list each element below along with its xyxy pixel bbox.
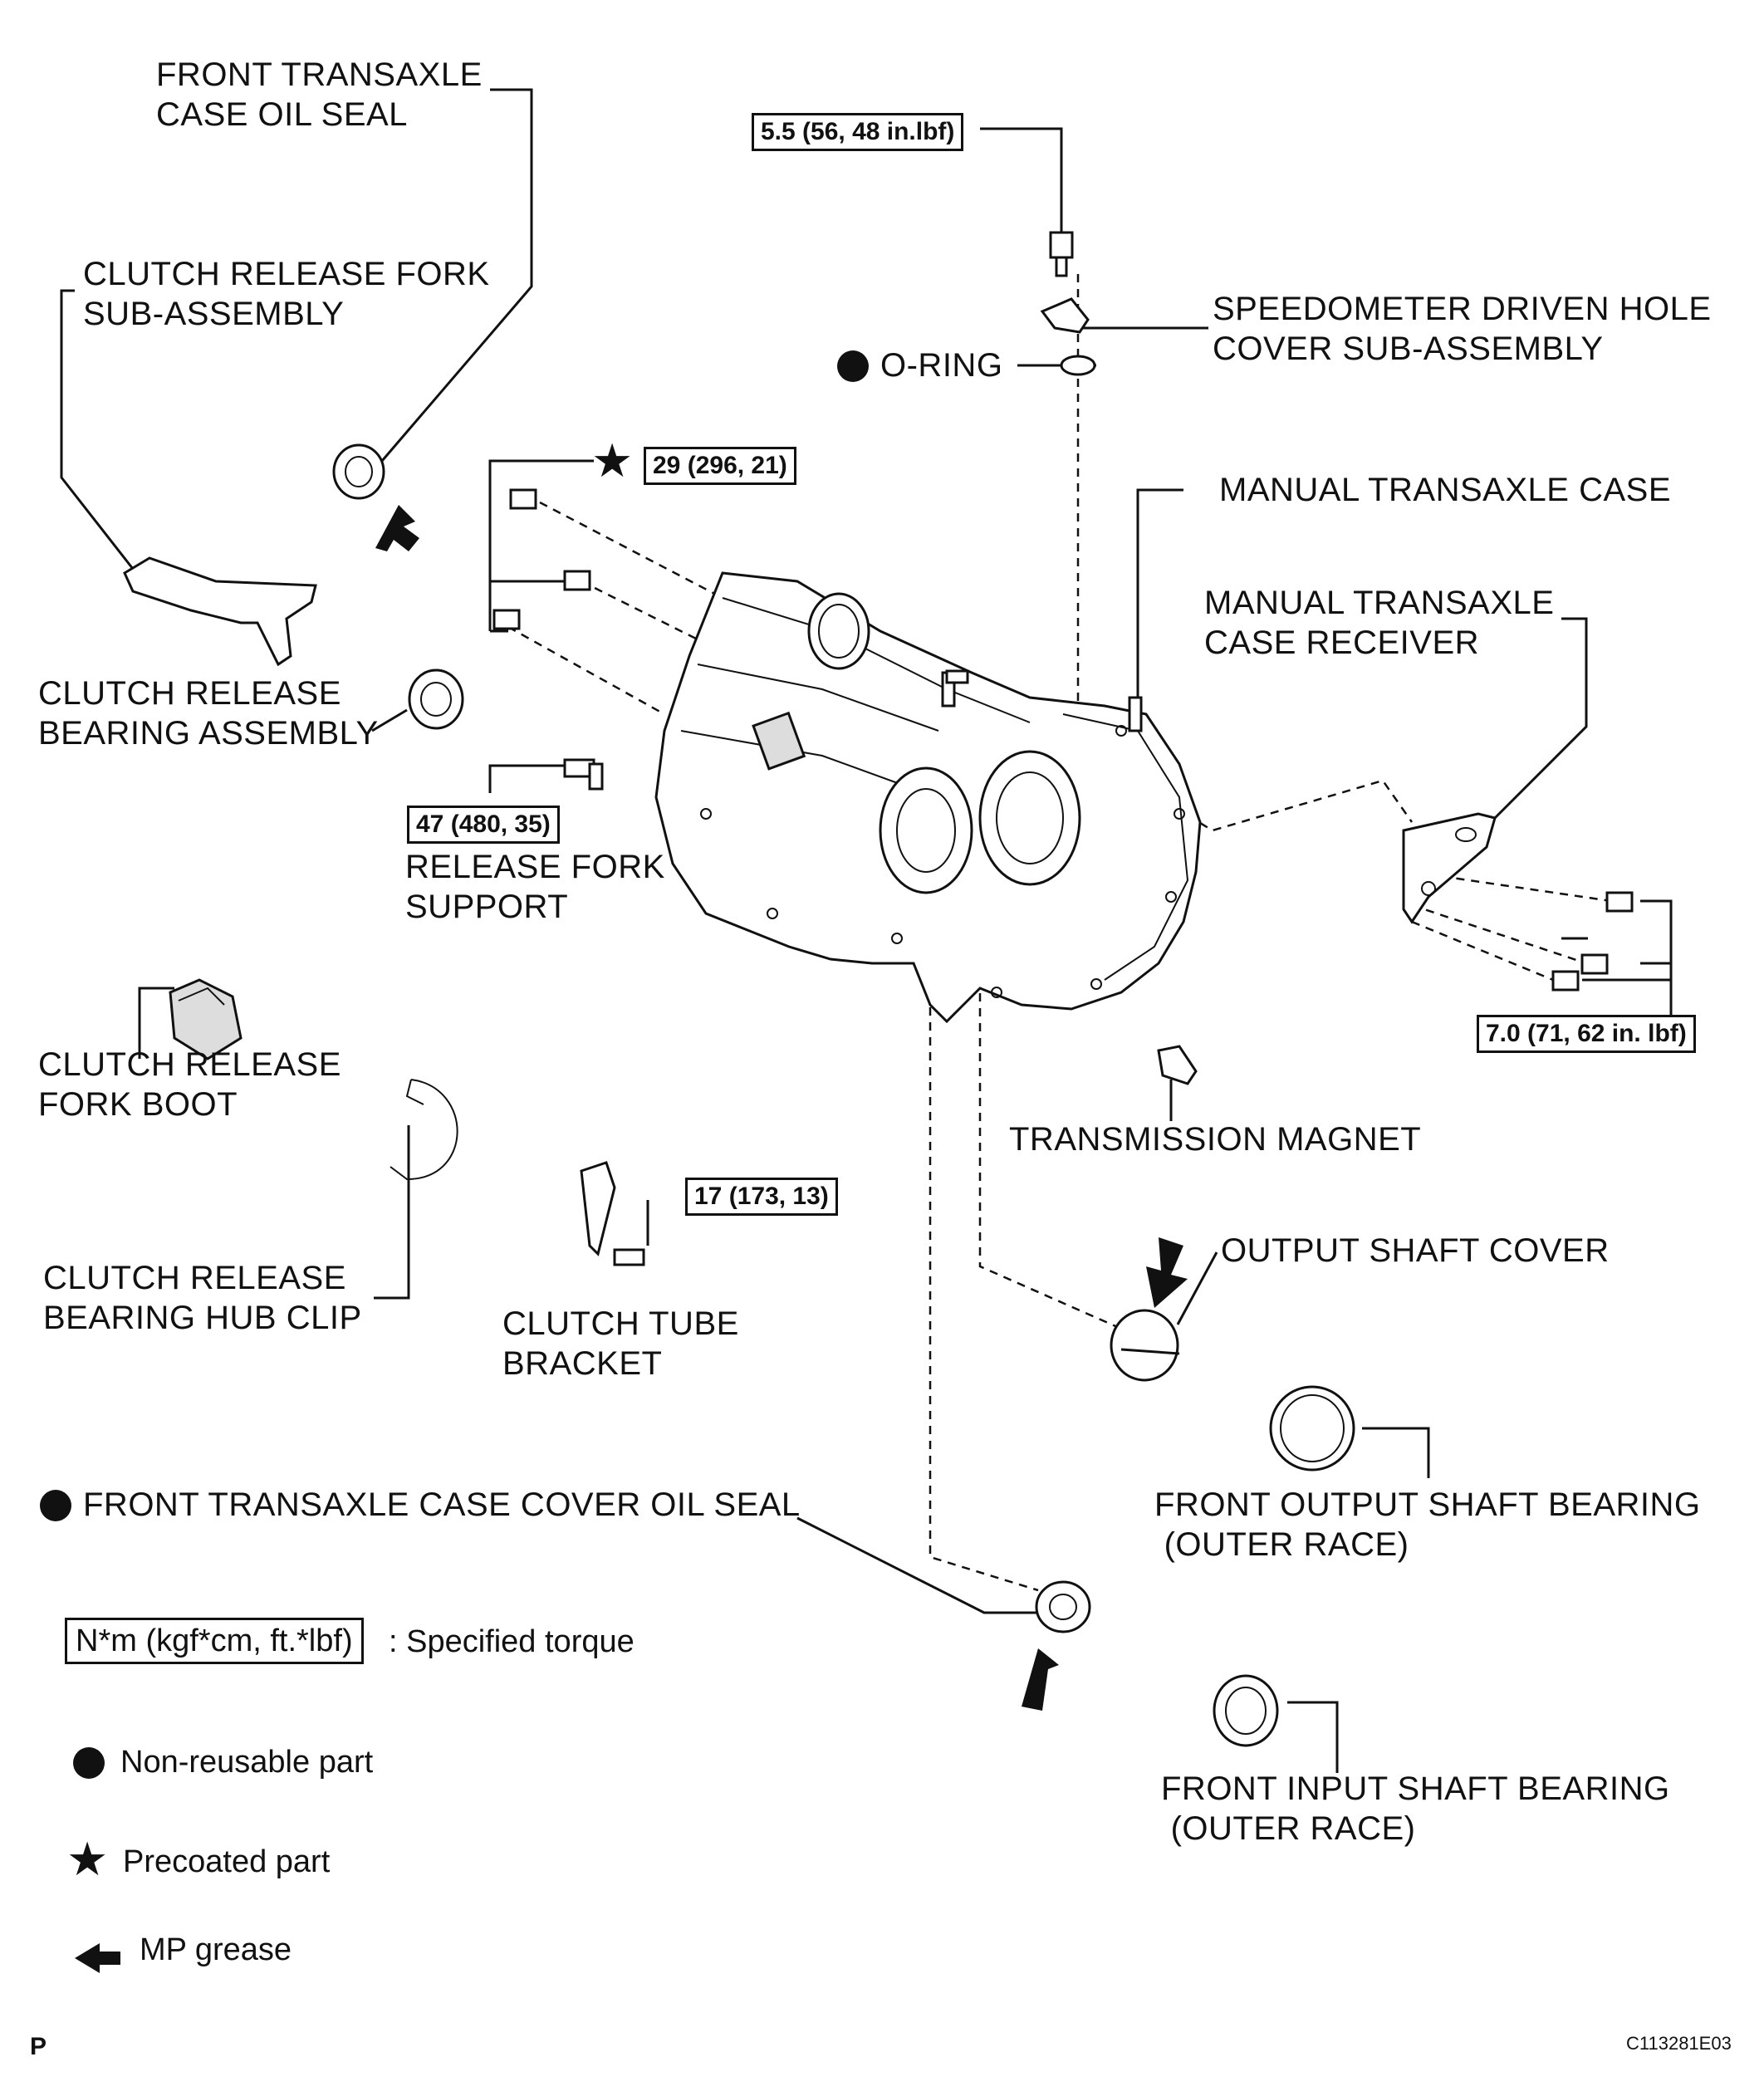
label-o-ring: O-RING xyxy=(880,347,1003,384)
label-clutch-release-fork-sub-assembly: CLUTCH RELEASE FORK SUB-ASSEMBLY xyxy=(83,256,490,332)
label-speedometer-driven-hole-cover: SPEEDOMETER DRIVEN HOLE COVER SUB-ASSEMB… xyxy=(1213,291,1712,367)
black-dot-icon xyxy=(837,350,869,382)
corner-mark: P xyxy=(30,2033,47,2060)
star-icon: ★ xyxy=(591,434,634,488)
black-dot-icon xyxy=(73,1747,105,1779)
label-manual-transaxle-case-receiver: MANUAL TRANSAXLE CASE RECEIVER xyxy=(1204,585,1555,661)
legend-torque-text: : Specified torque xyxy=(389,1624,635,1659)
label-clutch-tube-bracket: CLUTCH TUBE BRACKET xyxy=(502,1305,739,1382)
label-clutch-release-bearing-hub-clip: CLUTCH RELEASE BEARING HUB CLIP xyxy=(43,1260,362,1336)
torque-speedometer-bolt: 5.5 (56, 48 in.lbf) xyxy=(752,113,964,151)
torque-receiver-bolts: 7.0 (71, 62 in. lbf) xyxy=(1477,1015,1696,1053)
parts xyxy=(75,231,1634,1973)
torque-release-fork-support: 47 (480, 35) xyxy=(407,806,560,844)
label-release-fork-support: RELEASE FORK SUPPORT xyxy=(405,849,665,925)
leader-lines xyxy=(60,88,1673,1773)
label-front-input-shaft-bearing: FRONT INPUT SHAFT BEARING (OUTER RACE) xyxy=(1161,1770,1670,1847)
torque-clutch-tube-bracket: 17 (173, 13) xyxy=(685,1178,838,1216)
label-front-output-shaft-bearing: FRONT OUTPUT SHAFT BEARING (OUTER RACE) xyxy=(1154,1486,1701,1563)
manual-transaxle-case-drawing xyxy=(654,571,1202,1024)
label-front-transaxle-case-oil-seal: FRONT TRANSAXLE CASE OIL SEAL xyxy=(156,56,483,133)
label-clutch-release-bearing-assembly: CLUTCH RELEASE BEARING ASSEMBLY xyxy=(38,675,379,752)
torque-case-bolts: 29 (296, 21) xyxy=(644,447,796,485)
black-dot-icon xyxy=(40,1490,71,1521)
label-clutch-release-fork-boot: CLUTCH RELEASE FORK BOOT xyxy=(38,1046,341,1123)
star-icon: ★ xyxy=(66,1833,109,1887)
legend-precoated: Precoated part xyxy=(123,1844,331,1879)
label-output-shaft-cover: OUTPUT SHAFT COVER xyxy=(1221,1232,1610,1269)
label-manual-transaxle-case: MANUAL TRANSAXLE CASE xyxy=(1219,472,1671,508)
legend-torque-unit: N*m (kgf*cm, ft.*lbf) xyxy=(65,1618,364,1664)
figure-code: C113281E03 xyxy=(1626,2033,1732,2054)
legend-non-reusable: Non-reusable part xyxy=(120,1745,374,1780)
label-front-transaxle-case-cover-oil-seal: FRONT TRANSAXLE CASE COVER OIL SEAL xyxy=(83,1486,801,1523)
legend-mp-grease: MP grease xyxy=(140,1932,292,1967)
label-transmission-magnet: TRANSMISSION MAGNET xyxy=(1009,1121,1422,1158)
